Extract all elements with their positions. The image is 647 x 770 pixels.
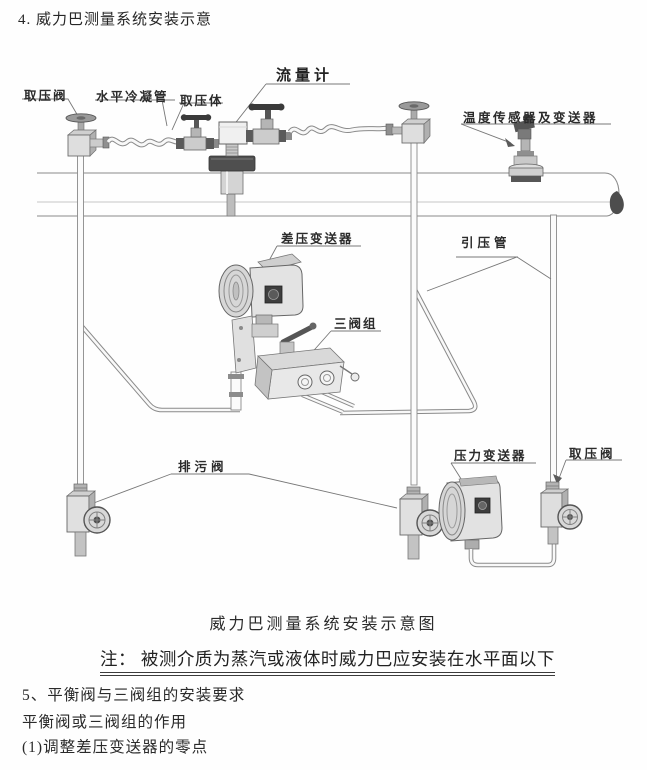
label-flow-meter: 流量计 <box>276 68 334 84</box>
label-pressure-transmitter: 压力变送器 <box>454 449 527 463</box>
manifold-lever <box>280 324 315 345</box>
needle-valve-left-drawing <box>176 114 219 151</box>
condenser-pipe-left-drawing <box>105 136 182 148</box>
impulse-branch-tubes <box>77 284 478 416</box>
label-dp-transmitter: 差压变送器 <box>281 232 354 246</box>
condenser-pipe-right-drawing <box>287 124 389 136</box>
label-temp-sensor: 温度传感器及变送器 <box>463 111 599 125</box>
leader-arrowhead-tap-bottom <box>553 474 562 484</box>
note-line: 注： 被测介质为蒸汽或液体时威力巴应安装在水平面以下 <box>100 646 555 676</box>
label-impulse-pipe: 引压管 <box>461 236 511 250</box>
label-condenser-pipe: 水平冷凝管 <box>96 90 169 104</box>
section-line-2: (1)调整差压变送器的零点 <box>22 739 209 756</box>
vent-plug <box>339 365 353 375</box>
needle-valve-right-drawing <box>246 103 292 145</box>
tap-valve-top-left-drawing <box>65 113 110 157</box>
label-tap-valve-top: 取压阀 <box>24 89 68 103</box>
vertical-impulse-pipes <box>77 139 557 486</box>
drain-valve-drawing <box>66 483 111 557</box>
label-drain-valve: 排污阀 <box>178 460 228 474</box>
page-title: 4. 威力巴测量系统安装示意 <box>18 12 213 28</box>
dp-transmitter-drawing <box>218 253 360 400</box>
pipe-end-cap <box>609 191 624 215</box>
leader-arrowhead-temp <box>505 138 515 147</box>
drain-valve-middle-drawing <box>399 486 444 560</box>
flow-meter-drawing <box>208 121 256 217</box>
label-tap-valve-bottom: 取压阀 <box>569 447 616 461</box>
section-line-1: 平衡阀或三阀组的作用 <box>22 714 188 731</box>
label-probe-body: 取压体 <box>180 94 224 108</box>
diagram-caption: 威力巴测量系统安装示意图 <box>209 616 438 633</box>
temp-sensor-drawing <box>508 114 544 182</box>
tap-valve-top-right-drawing <box>385 101 431 144</box>
pressure-transmitter-drawing <box>438 475 557 568</box>
tap-valve-bottom-right-drawing <box>539 481 583 545</box>
section-heading: 5、平衡阀与三阀组的安装要求 <box>22 687 246 704</box>
label-valve-manifold: 三阀组 <box>334 317 378 331</box>
process-pipe <box>37 172 624 217</box>
leader-lines <box>22 83 622 509</box>
